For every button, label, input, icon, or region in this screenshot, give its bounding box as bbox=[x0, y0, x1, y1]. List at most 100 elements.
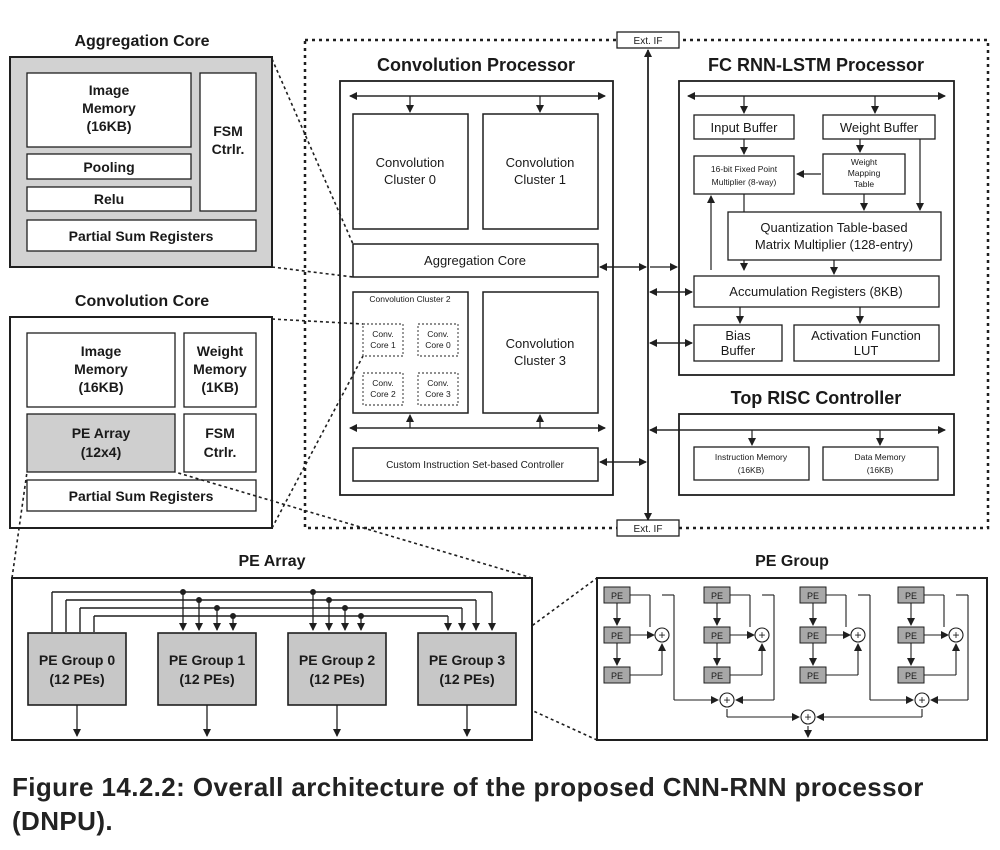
svg-text:Core 1: Core 1 bbox=[370, 340, 396, 350]
svg-text:PE Group 3: PE Group 3 bbox=[429, 652, 505, 668]
adder-icon bbox=[850, 627, 866, 643]
svg-text:(16KB): (16KB) bbox=[78, 379, 123, 395]
fc-processor-title: FC RNN-LSTM Processor bbox=[708, 55, 924, 75]
pe-label: PE bbox=[905, 591, 917, 601]
pe-label: PE bbox=[905, 671, 917, 681]
convolution-core-title: Convolution Core bbox=[75, 293, 209, 310]
convolution-cluster-1 bbox=[482, 113, 599, 230]
adder-symbol: + bbox=[854, 628, 861, 642]
caption-line-2: (DNPU). bbox=[12, 806, 114, 836]
svg-text:(16KB): (16KB) bbox=[867, 465, 894, 475]
svg-text:Image: Image bbox=[89, 82, 130, 98]
fc-bus-links bbox=[649, 263, 693, 347]
conv-fsm-controller bbox=[183, 413, 257, 473]
ext-if-top: Ext. IF bbox=[616, 31, 680, 49]
caption-line-1: Figure 14.2.2: Overall architecture of t… bbox=[12, 772, 924, 802]
pe-label: PE bbox=[807, 631, 819, 641]
pe-label: PE bbox=[711, 671, 723, 681]
quantization-matrix-multiplier bbox=[727, 211, 942, 261]
svg-text:FSM: FSM bbox=[213, 123, 243, 139]
convolution-cluster-3 bbox=[482, 291, 599, 414]
convolution-cluster-0 bbox=[352, 113, 469, 230]
svg-text:PE Group 2: PE Group 2 bbox=[299, 652, 375, 668]
adder-icon bbox=[719, 692, 735, 708]
convolution-processor: Convolution Processor Convolution Cluste… bbox=[339, 55, 614, 496]
svg-text:Cluster 0: Cluster 0 bbox=[384, 172, 436, 187]
svg-text:Partial Sum Registers: Partial Sum Registers bbox=[69, 488, 214, 504]
svg-text:(12x4): (12x4) bbox=[81, 444, 121, 460]
data-memory bbox=[822, 446, 939, 481]
instruction-memory bbox=[693, 446, 810, 481]
pe-array-title: PE Array bbox=[239, 553, 306, 570]
svg-text:(16KB): (16KB) bbox=[86, 118, 131, 134]
aggregation-core-panel: Aggregation Core Image Memory (16KB) FSM… bbox=[9, 33, 273, 268]
agg-partial-sum-registers bbox=[26, 219, 257, 252]
svg-text:Activation Function: Activation Function bbox=[811, 328, 921, 343]
svg-text:(12 PEs): (12 PEs) bbox=[49, 671, 104, 687]
svg-text:PE Group 1: PE Group 1 bbox=[169, 652, 245, 668]
svg-text:Multiplier (8-way): Multiplier (8-way) bbox=[712, 177, 777, 187]
svg-text:Image: Image bbox=[81, 343, 122, 359]
svg-text:Buffer: Buffer bbox=[721, 343, 756, 358]
conv-partial-sum-registers bbox=[26, 479, 257, 512]
svg-text:FSM: FSM bbox=[205, 425, 235, 441]
conv-core-3 bbox=[417, 372, 459, 406]
pe-label: PE bbox=[711, 631, 723, 641]
adder-icon bbox=[948, 627, 964, 643]
pe-label: PE bbox=[611, 631, 623, 641]
ext-if-bottom: Ext. IF bbox=[616, 519, 680, 537]
convolution-core-panel: Convolution Core Image Memory (16KB) Wei… bbox=[9, 293, 273, 529]
svg-text:Weight: Weight bbox=[197, 343, 244, 359]
activation-function-lut bbox=[793, 324, 940, 362]
svg-text:Instruction Memory: Instruction Memory bbox=[715, 452, 788, 462]
svg-text:Cluster 1: Cluster 1 bbox=[514, 172, 566, 187]
adder-icon bbox=[754, 627, 770, 643]
adder-icon bbox=[914, 692, 930, 708]
svg-text:Convolution Cluster 2: Convolution Cluster 2 bbox=[369, 294, 451, 304]
svg-text:(16KB): (16KB) bbox=[738, 465, 765, 475]
svg-text:Cluster 3: Cluster 3 bbox=[514, 353, 566, 368]
svg-text:Input Buffer: Input Buffer bbox=[711, 120, 779, 135]
conv-bus-links bbox=[599, 263, 647, 466]
svg-text:Accumulation Registers (8KB): Accumulation Registers (8KB) bbox=[729, 284, 902, 299]
svg-text:Partial Sum Registers: Partial Sum Registers bbox=[69, 228, 214, 244]
pe-group-0 bbox=[27, 632, 127, 706]
pe-group-3 bbox=[417, 632, 517, 706]
svg-text:Weight Buffer: Weight Buffer bbox=[840, 120, 919, 135]
svg-text:Matrix Multiplier (128-entry): Matrix Multiplier (128-entry) bbox=[755, 237, 913, 252]
svg-text:Ext. IF: Ext. IF bbox=[634, 36, 663, 47]
pe-array-panel: PE Array bbox=[11, 553, 533, 741]
svg-text:Table: Table bbox=[854, 179, 875, 189]
svg-text:Memory: Memory bbox=[74, 361, 128, 377]
conv-weight-memory bbox=[183, 332, 257, 408]
adder-icon bbox=[654, 627, 670, 643]
agg-image-memory bbox=[26, 72, 192, 148]
fixed-point-multiplier bbox=[693, 155, 795, 195]
svg-text:Aggregation Core: Aggregation Core bbox=[424, 253, 526, 268]
svg-text:Memory: Memory bbox=[82, 100, 136, 116]
svg-text:Memory: Memory bbox=[193, 361, 247, 377]
conv-image-memory bbox=[26, 332, 176, 408]
svg-text:(12 PEs): (12 PEs) bbox=[439, 671, 494, 687]
svg-text:Relu: Relu bbox=[94, 191, 124, 207]
svg-text:Pooling: Pooling bbox=[83, 159, 134, 175]
agg-relu bbox=[26, 186, 192, 212]
svg-text:LUT: LUT bbox=[854, 343, 879, 358]
svg-text:Convolution: Convolution bbox=[506, 336, 575, 351]
svg-text:Ext. IF: Ext. IF bbox=[634, 524, 663, 535]
svg-text:Conv.: Conv. bbox=[427, 329, 449, 339]
svg-text:Conv.: Conv. bbox=[372, 378, 394, 388]
svg-text:Conv.: Conv. bbox=[427, 378, 449, 388]
svg-text:(12 PEs): (12 PEs) bbox=[309, 671, 364, 687]
weight-mapping-table bbox=[822, 153, 906, 195]
conv-pe-array bbox=[26, 413, 176, 473]
conv-proc-aggregation-core bbox=[352, 243, 599, 278]
adder-symbol: + bbox=[918, 693, 925, 707]
svg-text:Convolution: Convolution bbox=[506, 155, 575, 170]
svg-text:Core 3: Core 3 bbox=[425, 389, 451, 399]
svg-text:Ctrlr.: Ctrlr. bbox=[212, 141, 245, 157]
svg-text:(1KB): (1KB) bbox=[201, 379, 238, 395]
bias-buffer bbox=[693, 324, 783, 362]
top-risc-controller: Top RISC Controller Instruction Memory (… bbox=[649, 388, 955, 496]
